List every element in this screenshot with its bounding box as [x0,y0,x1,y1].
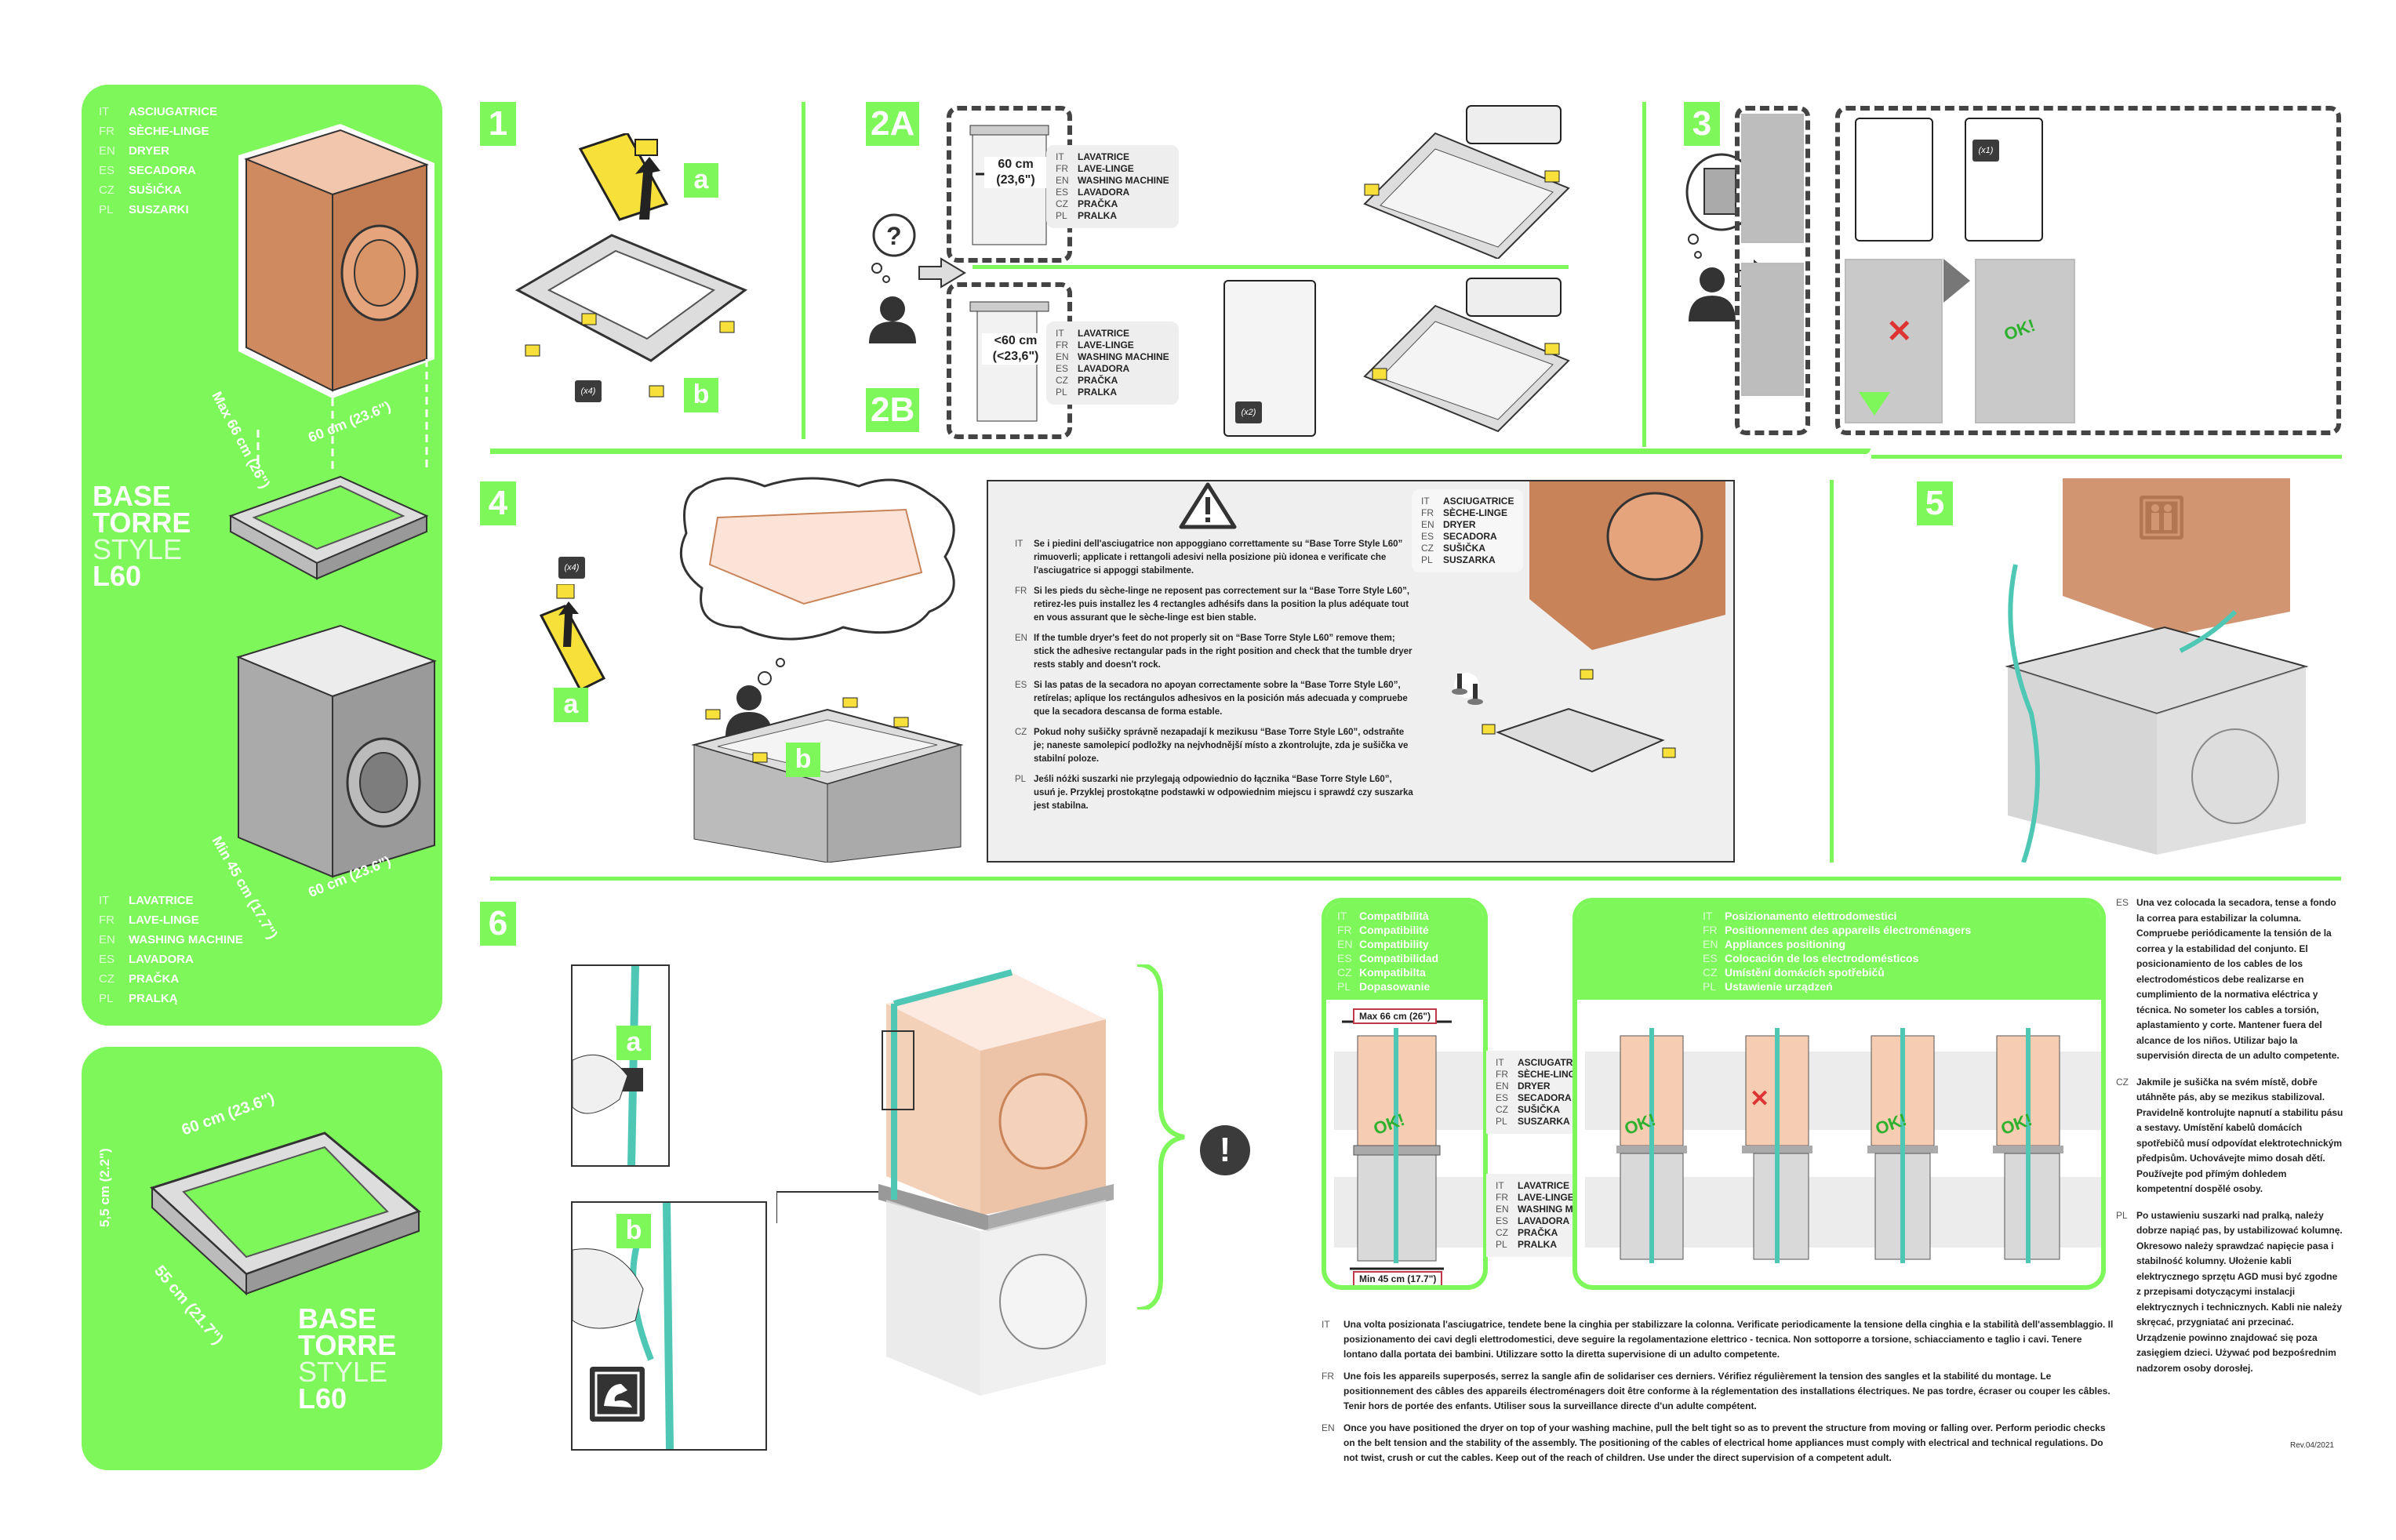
position-wrong-offset: ✕ [1742,1028,1812,1263]
dryer-feet-removal-illustration [1452,481,1725,773]
step-2b-washer-front [969,301,1049,422]
arrow-right-icon [1943,259,1970,303]
position-ok-shifted [1993,1028,2063,1263]
svg-text:✕: ✕ [1750,1086,1769,1112]
step-2b-detail-callout [1223,280,1316,437]
step-6-label-b: b [616,1214,651,1248]
step-5-badge: 5 [1917,481,1953,525]
step-3-washer-top-b [1741,263,1804,396]
brand-title: BASE TORRE STYLE L60 [93,480,191,592]
step-1-count: (x4) [575,380,602,402]
step-6-label-a: a [616,1026,651,1060]
step-2b-count: (x2) [1235,401,1262,423]
svg-text:?: ? [886,222,902,250]
min-width-label: Min 45 cm (17.7") [1353,1271,1443,1285]
step-2a-badge: 2A [866,102,920,146]
strength-arm-icon [590,1367,645,1422]
step-2b-badge: 2B [866,388,920,432]
base-frame-large-illustration [150,1131,421,1296]
step-4-pad-sheet [539,584,606,692]
step-1-label-b: b [684,378,718,412]
flow-arrow-icon [1859,392,1890,416]
compatibility-illustration [1334,1020,1483,1270]
step-4-badge: 4 [480,481,516,525]
step-2-separator [973,265,1569,269]
step-4-label-a: a [554,688,588,722]
revision-label: Rev.04/2021 [2290,1441,2334,1450]
step-3-badge: 3 [1684,102,1720,146]
base-height-dimension: 5,5 cm (2.2") [97,1148,112,1227]
step-6a-strap-panel [571,964,670,1167]
max-width-label: Max 66 cm (26") [1353,1008,1438,1024]
step-1-label-a: a [684,163,718,198]
step-4-label-b: b [786,743,820,777]
step-4-count: (x4) [558,557,585,579]
person-question-icon: ? [869,213,966,343]
step-1-illustration [514,133,748,398]
step-4-illustration [679,477,964,863]
step-3-detail-frame [1835,106,2341,435]
flow-connector [490,449,1871,454]
divider [802,102,805,439]
step-3-zoom-right [1965,118,2043,242]
step-2a-width-label: 60 cm (23,6") [984,157,1047,188]
step-3-count: (x1) [1972,140,1999,162]
bracket-brace [1136,964,1185,1309]
washer-illustration [236,624,437,878]
warning-triangle-icon [1179,482,1237,529]
dryer-illustration [238,124,434,469]
step-3-zoom-wrong [1855,118,1933,242]
position-ok-centered [1616,1028,1687,1263]
section-separator [490,877,2341,881]
brand-title-bottom: BASE TORRE STYLE L60 [298,1302,397,1415]
positioning-illustrations: ✕ [1585,1028,2101,1263]
step-3-right-fit [1975,259,2075,423]
step-3-washer-top-a [1741,114,1804,243]
step-3-underline [1871,455,2342,459]
step-3-option-frame [1735,106,1810,435]
position-ok-balanced [1867,1028,1938,1263]
stacked-appliances-illustration [776,969,1114,1396]
base-frame-illustration [228,475,429,580]
base-dimensions-panel: 60 cm (23.6") 5,5 cm (2.2") 55 cm (21.7"… [82,1047,442,1470]
attention-icon: ! [1200,1125,1250,1175]
step-2b-base-on-washer [1363,278,1570,433]
step-1-badge: 1 [480,102,516,146]
step-2a-base-on-washer [1363,105,1570,259]
divider [1830,480,1834,863]
divider [1642,102,1646,447]
wrong-x-icon: ✕ [1886,314,1913,349]
step-2b-width-label: <60 cm (<23,6") [982,333,1049,365]
step-6-badge: 6 [480,902,516,946]
step-5-illustration [2005,478,2309,863]
